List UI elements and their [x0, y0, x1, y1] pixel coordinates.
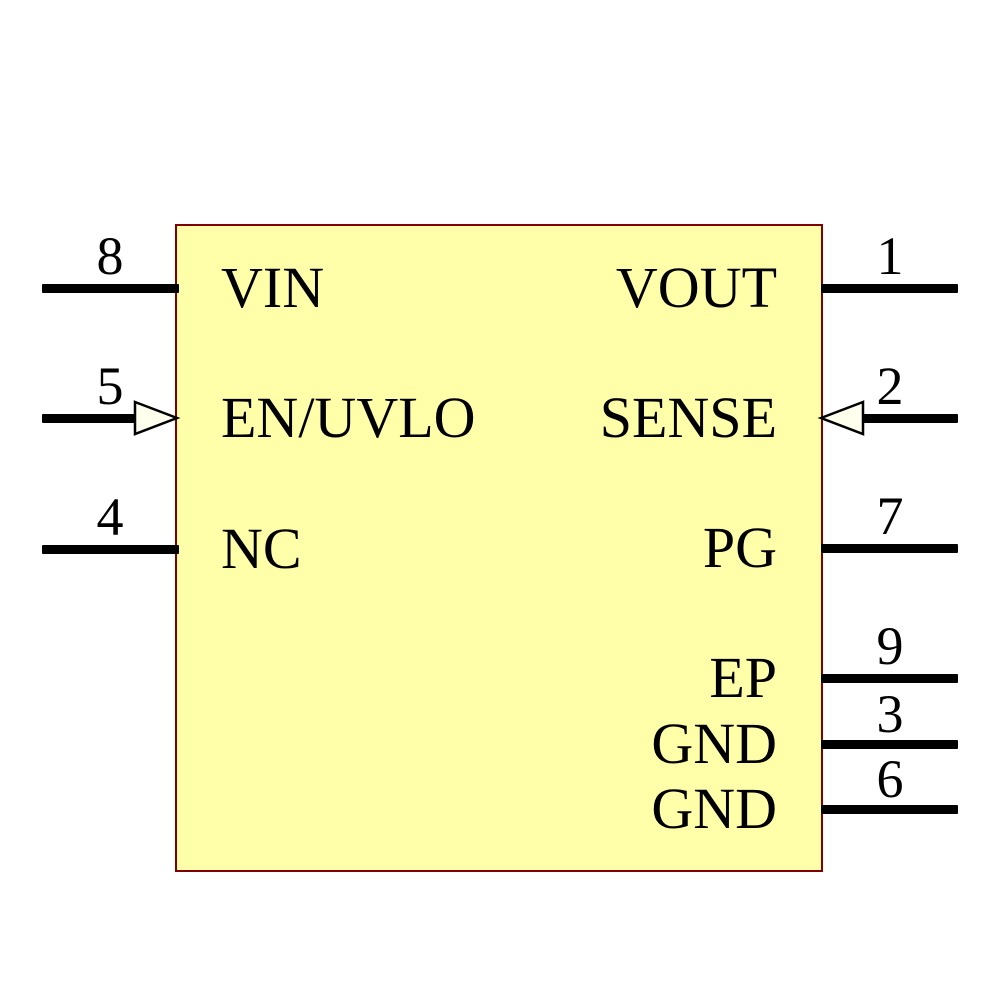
- input-arrow-icon-left: [133, 400, 181, 436]
- pin-label-nc: NC: [221, 516, 302, 581]
- pin-label-ep: EP: [709, 645, 777, 710]
- pin-wire-1: [821, 283, 958, 293]
- pin-number-8: 8: [96, 226, 124, 286]
- input-arrow-icon-right: [817, 400, 865, 436]
- pin-wire-4: [42, 544, 179, 554]
- ic-body: [175, 224, 823, 872]
- pin-wire-8: [42, 283, 179, 293]
- pin-number-7: 7: [876, 486, 904, 546]
- pin-number-5: 5: [96, 356, 124, 416]
- pin-wire-9: [821, 673, 958, 683]
- pin-wire-7: [821, 543, 958, 553]
- pin-number-6: 6: [876, 749, 904, 809]
- pin-label-gnd-6: GND: [651, 776, 777, 841]
- pin-label-sense: SENSE: [599, 385, 777, 450]
- pin-label-vout: VOUT: [615, 255, 777, 320]
- pin-label-vin: VIN: [221, 255, 325, 320]
- pin-wire-5: [42, 413, 142, 423]
- pin-label-pg: PG: [702, 515, 777, 580]
- pin-wire-6: [821, 804, 958, 814]
- pin-label-gnd-3: GND: [651, 711, 777, 776]
- pin-number-1: 1: [876, 226, 904, 286]
- pin-label-en-uvlo: EN/UVLO: [221, 385, 476, 450]
- pin-number-3: 3: [876, 684, 904, 744]
- pin-number-9: 9: [876, 616, 904, 676]
- pin-number-4: 4: [96, 487, 124, 547]
- pin-wire-3: [821, 739, 958, 749]
- pin-number-2: 2: [876, 356, 904, 416]
- pin-wire-2: [856, 413, 958, 423]
